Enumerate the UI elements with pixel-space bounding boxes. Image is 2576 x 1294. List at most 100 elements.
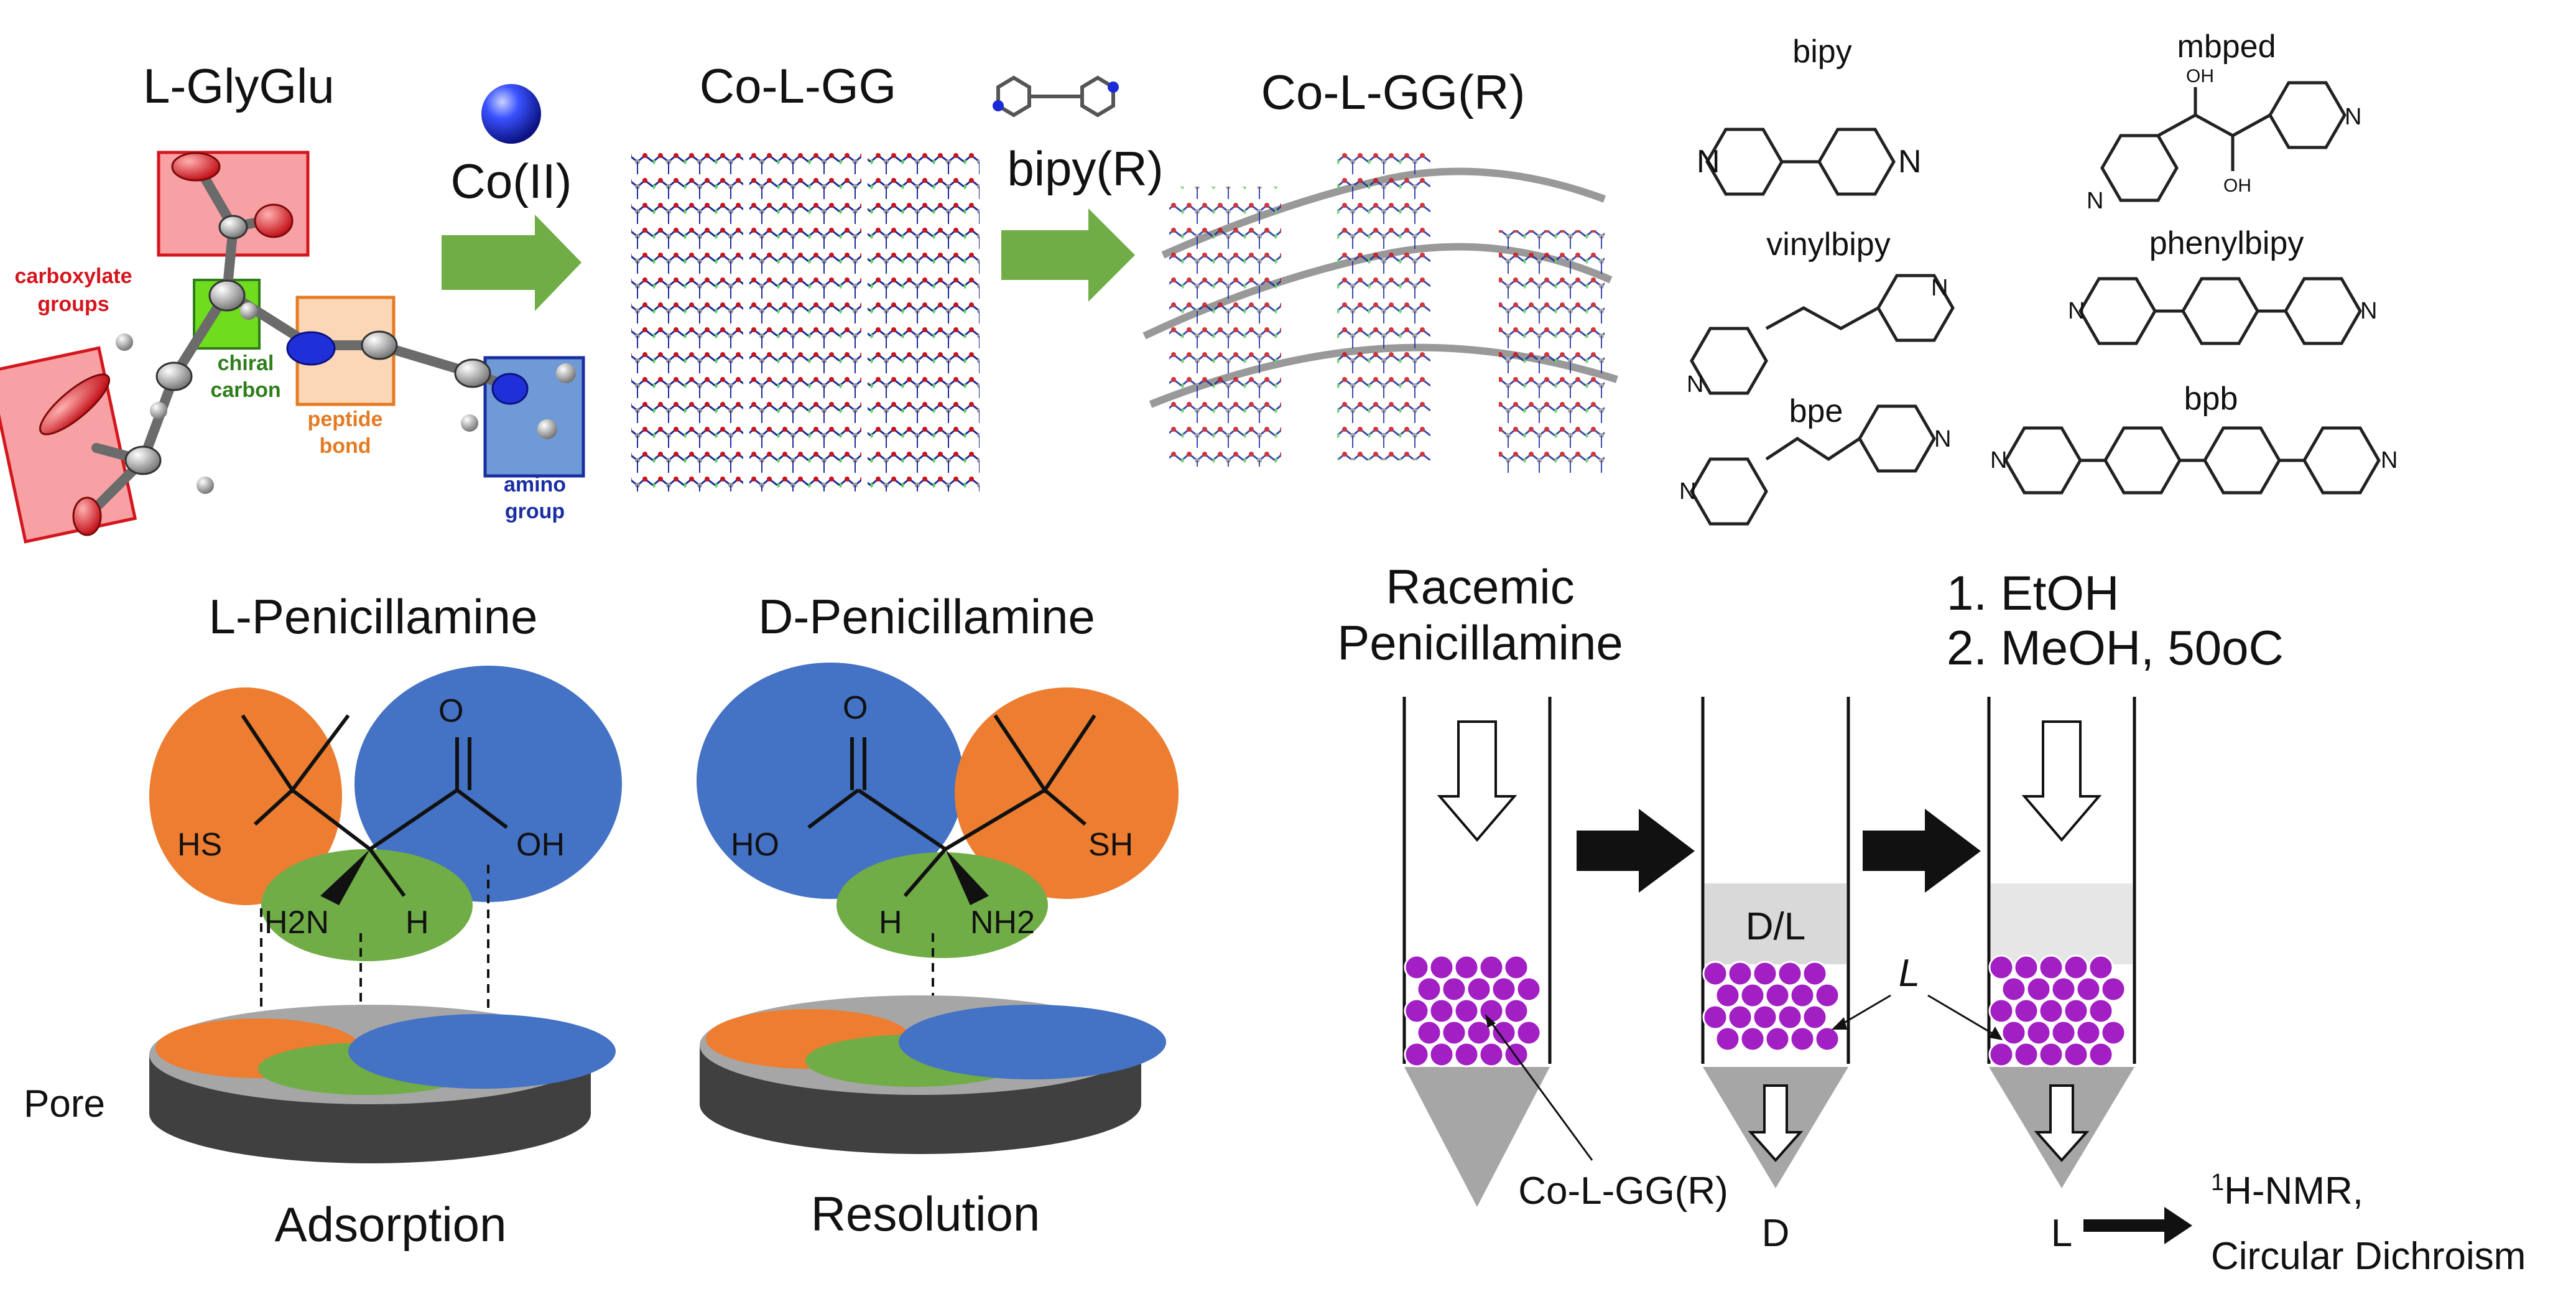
- n-label: N: [1934, 426, 1951, 452]
- colgg-column-1: [631, 152, 743, 491]
- adsorbent-bead: [2013, 1041, 2039, 1068]
- linker-vinylbipy-name: vinylbipy: [1766, 226, 1890, 263]
- column-1: [1402, 697, 1552, 1207]
- bipy-label: bipy(R): [1007, 141, 1163, 196]
- column-2: D/L: [1701, 697, 1850, 1188]
- adsorbent-bead: [1802, 1004, 1828, 1030]
- pyridine-ring: [2100, 134, 2179, 202]
- adsorbent-bead: [2075, 1020, 2101, 1046]
- blue-lobe: [697, 663, 964, 899]
- hydrogen-atom: [537, 419, 557, 439]
- oh-label: OH: [516, 827, 565, 863]
- hydrogen-atom: [197, 477, 214, 494]
- oxygen-atom: [254, 203, 294, 238]
- adsorbent-bead: [1466, 976, 1492, 1002]
- carbon-atom: [218, 215, 248, 240]
- oh-label: OH: [2186, 66, 2214, 86]
- colgg-column-2: [749, 152, 861, 491]
- cobalt-step: Co(II): [442, 84, 581, 311]
- d-penicillamine-title: D-Penicillamine: [758, 589, 1095, 644]
- pyridine-ring: [1690, 327, 1768, 395]
- adsorbent-bead: [1789, 982, 1815, 1008]
- oxygen-atom: [39, 373, 110, 435]
- green-lobe: [261, 849, 473, 961]
- adsorbent-bead: [1988, 954, 2014, 980]
- adsorbent-bead: [1491, 1020, 1517, 1046]
- adsorbent-bead: [1715, 982, 1741, 1008]
- sh-label: SH: [1088, 827, 1133, 863]
- adsorbent-bead: [2026, 1020, 2052, 1046]
- n-label: N: [2360, 298, 2377, 324]
- adsorbent-bead: [1416, 976, 1442, 1002]
- down-arrow: [1437, 720, 1517, 842]
- colggr-layer-1: [1169, 187, 1281, 467]
- linker-bpb-name: bpb: [2184, 381, 2238, 417]
- adsorbent-bead: [1491, 976, 1517, 1002]
- step1-label: 1. EtOH: [1947, 566, 2119, 620]
- adsorbent-bead: [1404, 954, 1430, 980]
- linker-phenylbipy-name: phenylbipy: [2149, 225, 2304, 261]
- adsorbent-bead: [1453, 954, 1480, 980]
- wash-solution: [1991, 883, 2133, 964]
- oxygen-atom: [72, 496, 102, 536]
- adsorbent-bead: [1802, 961, 1828, 987]
- down-arrow: [2021, 720, 2102, 842]
- adsorbent-bead: [2013, 998, 2039, 1024]
- dl-solution: [1705, 883, 1846, 964]
- adsorbent-bead: [1453, 998, 1480, 1024]
- adsorbent-bead: [1503, 954, 1529, 980]
- column-3: [1987, 697, 2136, 1188]
- column-3-beads: [1988, 954, 2126, 1068]
- linker-bipy-name: bipy: [1792, 34, 1851, 70]
- adsorbent-bead: [2088, 954, 2114, 980]
- dl-label: D/L: [1746, 905, 1805, 948]
- n-label: N: [2381, 447, 2398, 473]
- peptide-label-1: peptide: [308, 407, 383, 431]
- pyridine-ring: [1690, 457, 1768, 526]
- benzene-ring: [2181, 277, 2259, 345]
- carbon-atom: [155, 361, 193, 391]
- bipy-n-atom: [1108, 81, 1119, 93]
- adsorbent-bead: [1777, 961, 1803, 987]
- hydrogen-atom: [150, 402, 167, 419]
- linker-mbped-name: mbped: [2177, 29, 2276, 65]
- adsorbent-bead: [2075, 976, 2101, 1002]
- adsorbent-bead: [1478, 998, 1504, 1024]
- adsorbent-bead: [2001, 976, 2027, 1002]
- racemic-label-2: Penicillamine: [1337, 615, 1623, 670]
- adsorbent-bead: [1702, 961, 1728, 987]
- colgg-column-3: [868, 152, 980, 491]
- n-label: N: [1990, 447, 2007, 473]
- chiral-label-2: carbon: [210, 378, 280, 402]
- colggr-layer-3: [1499, 230, 1605, 473]
- adsorbent-bead: [1752, 1004, 1778, 1030]
- colggr-label: Co-L-GG(R): [1518, 1170, 1728, 1213]
- adsorbent-bead: [1429, 954, 1455, 980]
- adsorbent-bead: [2038, 998, 2064, 1024]
- adsorbent-bead: [1404, 998, 1430, 1024]
- n-label: N: [1898, 144, 1922, 180]
- racemic-label-1: Racemic: [1386, 559, 1574, 614]
- adsorbent-bead: [1516, 1020, 1542, 1046]
- adsorbent-bead: [1503, 998, 1529, 1024]
- oh-label: OH: [2223, 175, 2251, 196]
- black-arrow-2: [1863, 809, 1981, 893]
- adsorbent-bead: [2100, 976, 2126, 1002]
- blue-lobe: [354, 666, 622, 902]
- n-label: N: [1931, 275, 1948, 301]
- adsorbent-bead: [1740, 982, 1766, 1008]
- benzene-ring: [2203, 426, 2281, 495]
- adsorbent-bead: [2001, 1020, 2027, 1046]
- glyglu-title: L-GlyGlu: [143, 58, 335, 113]
- colgg-title: Co-L-GG: [700, 58, 896, 113]
- n-label: N: [1687, 371, 1703, 398]
- column-1-tip: [1404, 1067, 1550, 1207]
- adsorbent-bead: [1429, 998, 1455, 1024]
- adsorbent-bead: [1988, 1041, 2014, 1068]
- adsorbent-bead: [2013, 954, 2039, 980]
- blue-site: [899, 1005, 1166, 1079]
- adsorbent-bead: [1740, 1026, 1766, 1052]
- adsorbent-bead: [2063, 1041, 2089, 1068]
